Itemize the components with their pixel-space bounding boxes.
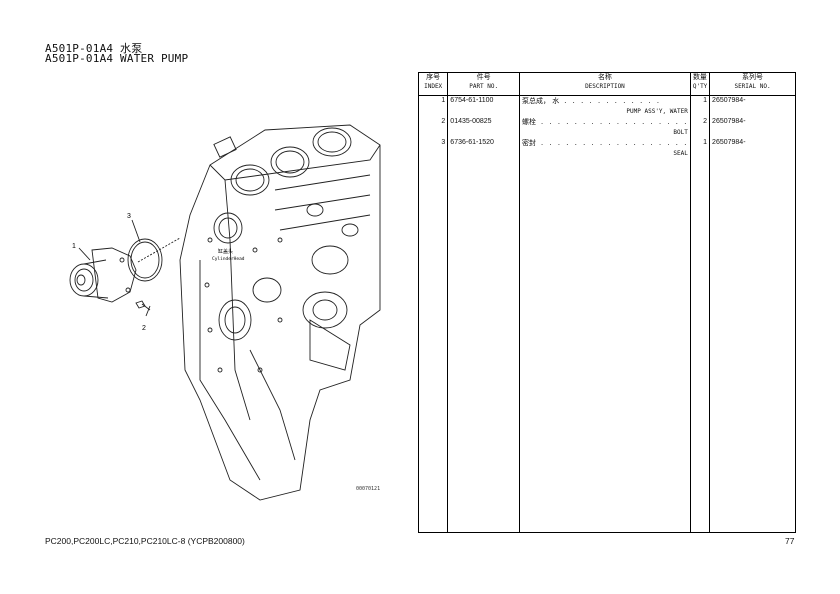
footer-models: PC200,PC200LC,PC210,PC210LC-8 (YCPB20080… bbox=[45, 536, 245, 546]
row-serial-no: 26507984- bbox=[709, 117, 796, 138]
row-index: 2 bbox=[417, 117, 449, 138]
row-index: 1 bbox=[417, 95, 449, 117]
row-qty: 1 bbox=[689, 138, 711, 159]
row-index: 3 bbox=[417, 138, 449, 159]
table-row: 2 01435-00825 螺栓 . . . . . . . . . . . .… bbox=[417, 117, 796, 138]
page-title-zh: A501P-01A4 水泵 bbox=[45, 42, 143, 55]
row-part-no: 01435-00825 bbox=[447, 117, 521, 138]
callout-1: 1 bbox=[72, 243, 76, 250]
row-part-no: 6754-61-1100 bbox=[447, 95, 521, 117]
drawing-code: 00070121 bbox=[356, 486, 381, 492]
table-row: 3 6736-61-1520 密封 . . . . . . . . . . . … bbox=[417, 138, 796, 159]
row-part-no: 6736-61-1520 bbox=[447, 138, 521, 159]
row-serial-no: 26507984- bbox=[709, 138, 796, 159]
exploded-view-diagram: 1 2 3 缸盖头 CylinderHead bbox=[69, 124, 381, 501]
page-number: 77 bbox=[785, 536, 795, 546]
row-description: 泵总成， 水 . . . . . . . . . . . .PUMP ASS'Y… bbox=[519, 95, 691, 117]
row-qty: 2 bbox=[689, 117, 711, 138]
cylinder-head-label-zh: 缸盖头 bbox=[218, 248, 233, 255]
page-title-en: A501P-01A4 WATER PUMP bbox=[45, 52, 189, 65]
row-description: 螺栓 . . . . . . . . . . . . . . . . . . .… bbox=[519, 117, 691, 138]
callout-3: 3 bbox=[127, 213, 131, 220]
row-qty: 1 bbox=[689, 95, 711, 117]
table-row: 1 6754-61-1100 泵总成， 水 . . . . . . . . . … bbox=[417, 95, 796, 117]
row-serial-no: 26507984- bbox=[709, 95, 796, 117]
callout-2: 2 bbox=[142, 325, 146, 332]
row-description: 密封 . . . . . . . . . . . . . . . . . . .… bbox=[519, 138, 691, 159]
cylinder-head-label-en: CylinderHead bbox=[212, 256, 245, 262]
table-filler-row bbox=[417, 159, 796, 533]
